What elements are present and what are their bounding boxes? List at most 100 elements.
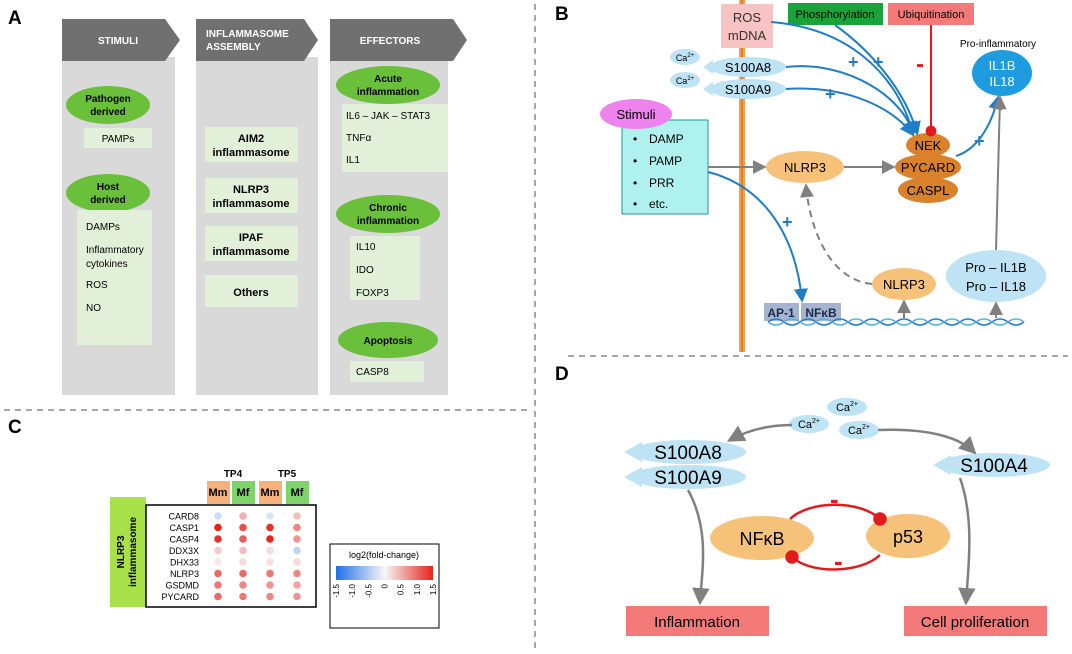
gene-label: DDX3X — [169, 546, 199, 556]
pycard-ellipse — [895, 154, 961, 180]
heatmap-dot — [239, 512, 247, 520]
s100a8-to-nek-arrow — [785, 65, 918, 137]
s100a8-text: S100A8 — [654, 443, 722, 464]
p53-text: p53 — [893, 527, 923, 547]
heatmap-dot — [239, 546, 247, 555]
heatmap-dot — [293, 569, 301, 578]
gene-label: GSDMD — [166, 581, 200, 591]
il1b-text: IL1B — [989, 58, 1016, 73]
heatmap-dot — [266, 512, 274, 520]
nuclear-nlrp3-text: NLRP3 — [883, 277, 925, 292]
il1b-il18-ellipse — [972, 50, 1032, 96]
host-item: NO — [86, 303, 101, 314]
column-header-box — [207, 481, 230, 504]
caspl-text: CASPL — [907, 183, 950, 198]
panel-c: TP4 TP5 Mm Mf Mm Mf NLRP3 inflammasome C… — [110, 469, 440, 629]
acute-line2: inflammation — [357, 87, 419, 98]
chronic-ellipse — [336, 195, 440, 233]
column-label: Mm — [209, 487, 228, 499]
plus-sign: + — [873, 52, 884, 72]
effectors-header — [330, 19, 467, 61]
stimuli-bullet: • — [633, 197, 637, 211]
casp8-box — [350, 361, 424, 382]
acute-line1: Acute — [374, 74, 402, 85]
pycard-text: PYCARD — [901, 160, 955, 175]
panel-letter-a: A — [8, 8, 22, 29]
gene-labels: CARD8CASP1CASP4DDX3XDHX33NLRP3GSDMDPYCAR… — [161, 512, 199, 603]
group-label-tp5: TP5 — [278, 469, 297, 480]
ipaf-box — [205, 226, 298, 261]
heatmap-dot — [239, 558, 247, 566]
chronic-items-box — [350, 236, 420, 300]
chronic-item: FOXP3 — [356, 288, 389, 299]
panel-b: ROS mDNA Phosphorylation Ubiquitination … — [600, 0, 1046, 352]
acute-item: IL1 — [346, 155, 360, 166]
stimuli-to-ap1-arrow — [707, 171, 808, 303]
s100a9-text: S100A9 — [725, 82, 771, 97]
heatmap-dot — [266, 581, 274, 589]
acute-items-box — [342, 104, 448, 172]
ca-ion-label: Ca2+ — [836, 401, 858, 414]
heatmap-dot — [266, 592, 274, 601]
heatmap-dot — [239, 523, 247, 532]
ca-ion — [670, 49, 700, 65]
stimuli-header-text: STIMULI — [98, 36, 138, 47]
s100a9-shape — [710, 79, 786, 99]
pathogen-derived-ellipse — [66, 86, 150, 124]
legend-tick-label: -0.5 — [364, 583, 373, 597]
stimuli-header — [62, 19, 180, 61]
host-item: DAMPs — [86, 222, 120, 233]
nlrp3-line2: inflammasome — [212, 198, 289, 210]
heatmap-dot — [239, 592, 247, 601]
minus-sign: - — [830, 484, 839, 514]
side-label-line1: NLRP3 — [116, 535, 127, 568]
dna-helix — [767, 318, 1025, 326]
heatmap-dot — [293, 535, 301, 543]
phosphorylation-box — [788, 3, 883, 25]
legend-tick-label: 0.5 — [397, 583, 406, 595]
s100a4-text: S100A4 — [960, 456, 1028, 477]
nuclear-nlrp3-to-nlrp3-arrow — [800, 183, 873, 285]
s100a9-shape — [630, 465, 746, 489]
legend-tick-label: 1.0 — [413, 583, 422, 595]
heatmap-dot — [239, 535, 247, 543]
gene-label: CASP1 — [169, 523, 199, 533]
column-header-box — [232, 481, 255, 504]
legend-tick-label: -1.0 — [348, 583, 357, 597]
ap1-box — [764, 303, 799, 321]
others-box — [205, 275, 298, 307]
cell-proliferation-box — [904, 606, 1047, 636]
s100a4-shape — [938, 453, 1050, 477]
panel-letter-b: B — [555, 4, 569, 25]
ipaf-line2: inflammasome — [212, 246, 289, 258]
host-derived-ellipse — [66, 174, 150, 212]
chronic-item: IDO — [356, 265, 374, 276]
caspl-ellipse — [898, 177, 958, 203]
il18-text: IL18 — [989, 74, 1014, 89]
ipaf-line1: IPAF — [239, 232, 264, 244]
stimuli-item: etc. — [649, 197, 668, 211]
pathogen-label-2: derived — [90, 107, 126, 118]
heatmap-dot — [293, 592, 301, 601]
gene-label: PYCARD — [161, 592, 199, 602]
heatmap-dot — [214, 523, 222, 532]
heatmap-dot — [214, 512, 222, 520]
plus-sign: + — [974, 131, 985, 151]
ca-to-s100a8-arrow — [726, 423, 793, 442]
nek-text: NEK — [915, 138, 942, 153]
p53-inhibits-nfkb — [785, 550, 881, 571]
legend-box — [329, 543, 440, 629]
pro-il1b-text: Pro – IL1B — [965, 260, 1026, 275]
ca-ion-label: Ca2+ — [798, 418, 820, 431]
heatmap-dot — [293, 512, 301, 520]
pro-il18-text: Pro – IL18 — [966, 279, 1026, 294]
ap1-text: AP-1 — [767, 306, 795, 320]
nfkb-box — [801, 303, 841, 321]
cell-proliferation-text: Cell proliferation — [921, 614, 1029, 631]
nlrp3-text: NLRP3 — [784, 160, 826, 175]
stimuli-box — [621, 119, 709, 215]
pamps-text: PAMPs — [102, 134, 135, 145]
gene-label: DHX33 — [170, 558, 199, 568]
heatmap-dot — [266, 558, 274, 566]
